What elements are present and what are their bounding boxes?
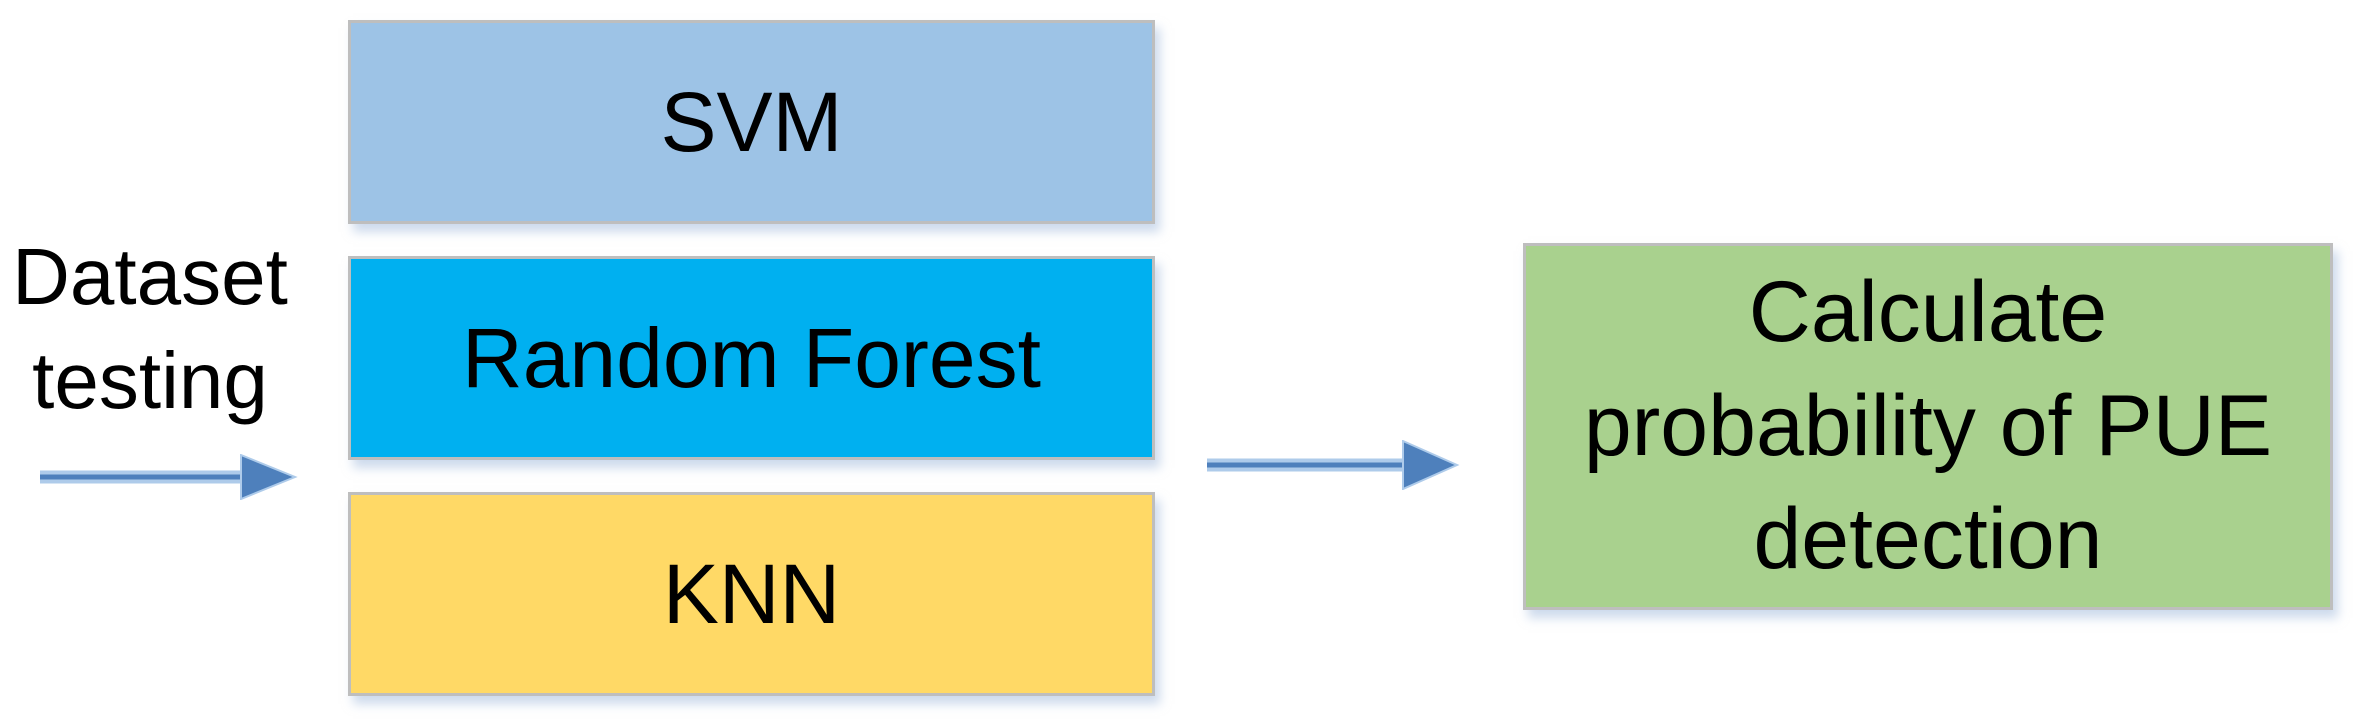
dataset-testing-label-line1: Dataset: [12, 232, 288, 321]
classifier-box-svm-label: SVM: [660, 74, 843, 169]
arrow-classifiers-to-output: [1207, 440, 1460, 490]
arrow-dataset-to-classifiers: [40, 454, 298, 500]
classifier-box-knn: KNN: [348, 492, 1155, 696]
dataset-testing-label-line2: testing: [32, 336, 268, 425]
classifier-box-random-forest: Random Forest: [348, 256, 1155, 460]
output-box-line1: Calculate: [1748, 264, 2108, 361]
dataset-testing-label: Dataset testing: [0, 225, 300, 433]
classifier-box-random-forest-label: Random Forest: [462, 310, 1041, 405]
classifier-box-svm: SVM: [348, 20, 1155, 224]
classifier-box-knn-label: KNN: [662, 546, 841, 641]
output-box-pue-probability: Calculate probability of PUE detection: [1523, 243, 2333, 610]
output-box-line2: probability of PUE: [1583, 377, 2273, 474]
output-box-line3: detection: [1753, 491, 2103, 588]
